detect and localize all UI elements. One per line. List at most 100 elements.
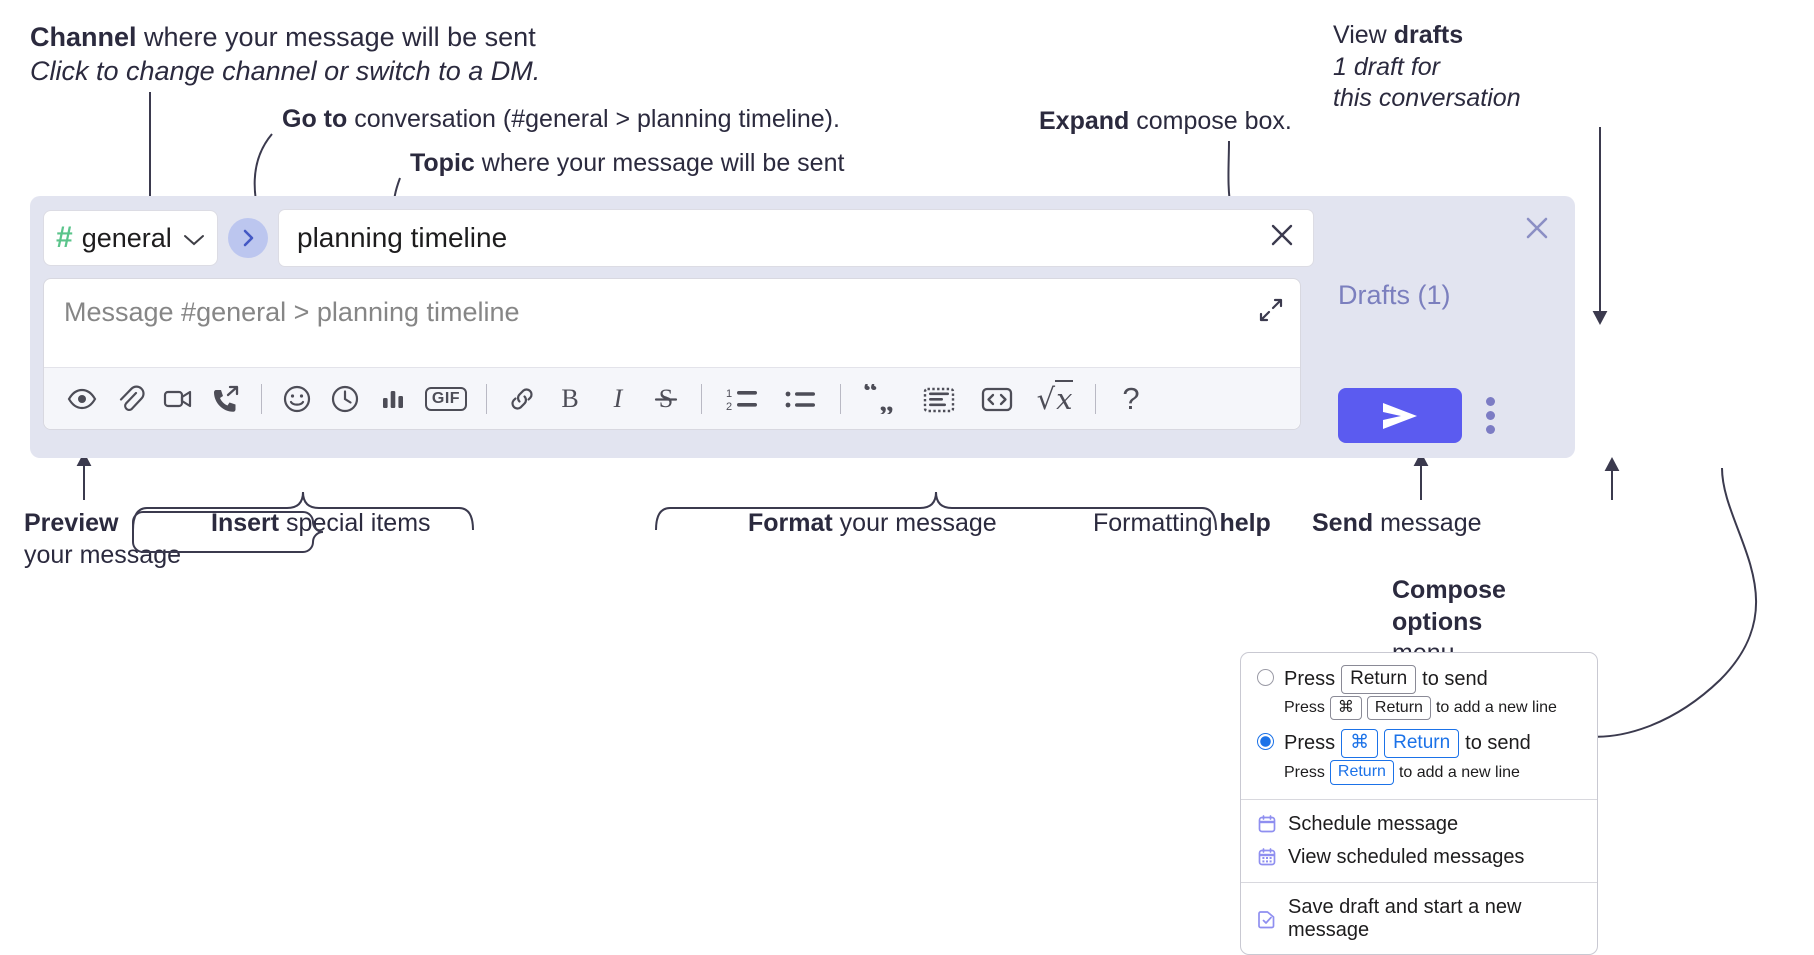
menu-divider-2 — [1241, 881, 1597, 883]
separator-3 — [701, 383, 702, 414]
ordered-list-icon[interactable]: 1 2 — [713, 375, 771, 423]
annotation-send-rest: message — [1373, 509, 1482, 537]
annotation-drafts-italic2: this conversation — [1333, 84, 1521, 112]
menu-item-label: Schedule message — [1288, 812, 1459, 835]
annotation-format-bold: Format — [748, 509, 833, 537]
drafts-link[interactable]: Drafts (1) — [1338, 280, 1451, 310]
expand-icon[interactable] — [1258, 297, 1284, 328]
annotation-insert: Insert special items — [211, 508, 431, 540]
channel-name: general — [81, 222, 172, 253]
annotation-preview-bold: Preview — [24, 509, 119, 537]
annotation-insert-rest: special items — [279, 509, 431, 537]
svg-text:1: 1 — [726, 388, 732, 400]
menu-item-view-scheduled[interactable]: View scheduled messages — [1241, 841, 1597, 874]
option2-post: to send — [1465, 732, 1531, 755]
annotation-topic-bold: Topic — [410, 149, 475, 177]
menu-option-return-to-send[interactable]: Press Return to send — [1241, 662, 1597, 694]
compose-options-menu: Press Return to send Press ⌘ Return to a… — [1240, 652, 1598, 955]
menu-item-schedule-message[interactable]: Schedule message — [1241, 808, 1597, 841]
svg-text:I: I — [613, 384, 624, 413]
emoji-icon[interactable] — [273, 375, 321, 423]
calendar-icon — [1257, 814, 1277, 834]
bold-icon[interactable]: B — [546, 375, 594, 423]
annotation-channel-italic: Click to change channel or switch to a D… — [30, 56, 541, 87]
kebab-dot-3 — [1486, 425, 1495, 434]
compose-header-row: # general planning timeline — [43, 209, 1314, 267]
annotation-topic: Topic where your message will be sent — [410, 148, 844, 180]
calendar-grid-icon — [1257, 847, 1277, 867]
huddle-icon[interactable] — [202, 375, 250, 423]
help-icon[interactable]: ? — [1107, 375, 1155, 423]
hash-icon: # — [56, 221, 73, 254]
option2-main: Press ⌘ Return to send — [1284, 729, 1531, 759]
radio-icon-unselected[interactable] — [1257, 669, 1274, 686]
chevron-down-icon — [183, 223, 205, 254]
message-input[interactable]: Message #general > planning timeline — [64, 297, 520, 327]
menu-item-label: Save draft and start a new message — [1288, 895, 1522, 941]
separator-4 — [840, 383, 841, 414]
clock-icon[interactable] — [321, 375, 369, 423]
math-label: √x — [1036, 379, 1074, 416]
annotation-drafts-bold: drafts — [1393, 21, 1464, 49]
annotation-preview-line2: your message — [24, 540, 182, 569]
annotation-send-bold: Send — [1312, 509, 1374, 537]
annotation-topic-rest: where your message will be sent — [474, 149, 845, 177]
menu-divider-1 — [1241, 798, 1597, 800]
annotation-channel-rest: where your message will be sent — [136, 22, 536, 52]
option1-sub-pre: Press — [1284, 699, 1325, 717]
option1-post: to send — [1422, 667, 1488, 690]
option2-sub: Press Return to add a new line — [1241, 758, 1597, 791]
option2-sub-key: Return — [1329, 760, 1394, 785]
annotation-help-pre: Formatting — [1093, 509, 1220, 537]
option2-pre: Press — [1284, 732, 1336, 755]
kebab-dot-1 — [1486, 397, 1495, 406]
annotation-expand: Expand compose box. — [1039, 106, 1292, 138]
panel-close-icon[interactable] — [1521, 212, 1553, 249]
radio-icon-selected[interactable] — [1257, 733, 1274, 751]
code-block-icon[interactable] — [910, 375, 968, 423]
preview-icon[interactable] — [58, 375, 106, 423]
math-icon[interactable]: √x — [1026, 375, 1084, 423]
option1-key: Return — [1341, 665, 1417, 694]
video-icon[interactable] — [154, 375, 202, 423]
poll-icon[interactable] — [369, 375, 417, 423]
topic-value: planning timeline — [297, 222, 508, 253]
annotation-help-bold: help — [1219, 509, 1271, 537]
annotation-preview: Preview your message — [24, 508, 181, 571]
annotation-drafts-italic1: 1 draft for — [1333, 52, 1440, 81]
topic-input[interactable]: planning timeline — [278, 209, 1314, 267]
annotation-goto-bold: Go to — [282, 105, 348, 133]
code-icon[interactable] — [968, 375, 1026, 423]
menu-item-label: View scheduled messages — [1288, 845, 1525, 868]
annotation-compose-bold2: options — [1392, 607, 1483, 636]
italic-icon[interactable]: I — [594, 375, 642, 423]
compose-right-column: Drafts (1) — [1314, 196, 1575, 458]
annotation-goto-rest: conversation (#general > planning timeli… — [347, 105, 840, 133]
gif-icon[interactable]: GIF — [417, 375, 475, 423]
option2-sub-pre: Press — [1284, 763, 1325, 781]
channel-selector[interactable]: # general — [43, 210, 218, 266]
annotation-goto: Go to conversation (#general > planning … — [282, 104, 840, 136]
help-label: ? — [1122, 380, 1140, 416]
attachment-icon[interactable] — [106, 375, 154, 423]
strikethrough-icon[interactable]: S — [642, 375, 690, 423]
send-row — [1338, 388, 1495, 443]
option2-sub-post: to add a new line — [1398, 763, 1520, 781]
message-box: Message #general > planning timeline — [43, 278, 1301, 430]
menu-option-cmd-return-to-send[interactable]: Press ⌘ Return to send — [1241, 726, 1597, 759]
option1-main: Press Return to send — [1284, 665, 1488, 694]
annotation-drafts: View drafts 1 draft for this conversatio… — [1333, 20, 1521, 115]
option2-key1: ⌘ — [1341, 729, 1379, 759]
send-button[interactable] — [1338, 388, 1462, 443]
kebab-dot-2 — [1486, 411, 1495, 420]
link-icon[interactable] — [498, 375, 546, 423]
annotation-compose-bold1: Compose — [1392, 576, 1506, 604]
go-to-conversation-button[interactable] — [228, 218, 268, 258]
svg-text:2: 2 — [726, 401, 732, 413]
close-icon[interactable] — [1267, 220, 1297, 257]
menu-item-save-draft[interactable]: Save draft and start a new message — [1241, 891, 1597, 947]
bulleted-list-icon[interactable] — [771, 375, 829, 423]
compose-options-button[interactable] — [1486, 397, 1495, 434]
blockquote-icon[interactable]: “ „ — [852, 375, 910, 423]
